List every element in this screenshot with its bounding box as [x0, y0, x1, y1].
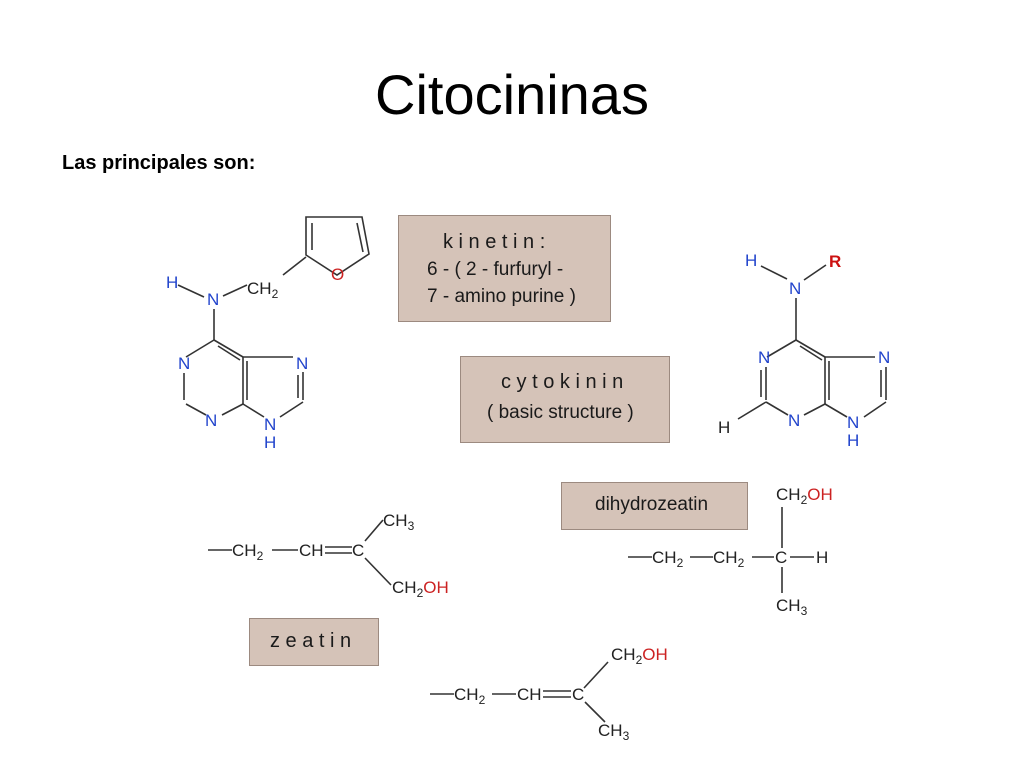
- zeatin-bottom-ch2oh: CH2OH: [611, 645, 668, 667]
- cytokinin-desc: ( basic structure ): [487, 402, 634, 423]
- zeatin-bottom-ch3: CH3: [598, 721, 630, 743]
- zeatin-bottom-ch: CH: [517, 685, 542, 704]
- zeatin-ch3: CH3: [383, 511, 415, 533]
- kinetin-name: k i n e t i n :: [443, 231, 546, 253]
- kinetin-n3: N: [205, 411, 217, 430]
- zeatin-bottom-ch2: CH2: [454, 685, 486, 707]
- zeatin-chain-structure: CH2 CH C CH3 CH2OH: [208, 511, 449, 600]
- dihydrozeatin-name: dihydrozeatin: [595, 494, 709, 515]
- zeatin-name: z e a t i n: [270, 630, 352, 652]
- cytokinin-name: c y t o k i n i n: [501, 371, 624, 393]
- dihydrozeatin-h: H: [816, 548, 828, 567]
- furan-oxygen: O: [331, 265, 344, 284]
- kinetin-label-box: k i n e t i n : 6 - ( 2 - furfuryl - 7 -…: [398, 215, 611, 322]
- cytokinin-n7: N: [878, 348, 890, 367]
- cytokinin-r-group: R: [829, 252, 841, 271]
- zeatin-label-box: z e a t i n: [249, 618, 379, 666]
- kinetin-n9: N: [264, 415, 276, 434]
- kinetin-ch2: CH2: [247, 279, 279, 301]
- kinetin-n9-h: H: [264, 433, 276, 452]
- kinetin-desc-line2: 7 - amino purine ): [427, 286, 576, 307]
- kinetin-n1: N: [178, 354, 190, 373]
- kinetin-structure: O CH2 N H N N N N H: [166, 216, 370, 452]
- slide-subtitle: Las principales son:: [62, 152, 256, 174]
- cytokinin-n1: N: [758, 348, 770, 367]
- kinetin-amine-n: N: [207, 290, 219, 309]
- dihydrozeatin-ch2oh: CH2OH: [776, 485, 833, 507]
- dihydrozeatin-ch2-a: CH2: [652, 548, 684, 570]
- zeatin-ch: CH: [299, 541, 324, 560]
- cytokinin-c2-h: H: [718, 418, 730, 437]
- cytokinin-h: H: [745, 251, 757, 270]
- cytokinin-amine-n: N: [789, 279, 801, 298]
- dihydrozeatin-ch2-b: CH2: [713, 548, 745, 570]
- dihydrozeatin-label-box: dihydrozeatin: [561, 482, 748, 530]
- zeatin-ch2oh: CH2OH: [392, 578, 449, 600]
- kinetin-n7: N: [296, 354, 308, 373]
- zeatin-ch2: CH2: [232, 541, 264, 563]
- slide-title: Citocininas: [375, 63, 649, 126]
- kinetin-desc-line1: 6 - ( 2 - furfuryl -: [427, 259, 564, 280]
- dihydrozeatin-structure: CH2OH CH2 CH2 C H CH3: [628, 485, 833, 618]
- cytokinin-label-box: c y t o k i n i n ( basic structure ): [460, 356, 670, 443]
- zeatin-structure: CH2OH CH2 CH C CH3: [430, 645, 668, 743]
- zeatin-c: C: [352, 541, 364, 560]
- zeatin-bottom-c: C: [572, 685, 584, 704]
- dihydrozeatin-ch3: CH3: [776, 596, 808, 618]
- cytokinin-n9-h: H: [847, 431, 859, 450]
- kinetin-amine-h: H: [166, 273, 178, 292]
- furan-ring: [305, 216, 370, 276]
- cytokinin-n3: N: [788, 411, 800, 430]
- ch2-furan-bond: [282, 256, 307, 276]
- dihydrozeatin-c: C: [775, 548, 787, 567]
- cytokinin-n9: N: [847, 413, 859, 432]
- cytokinin-structure: H N R N N H N N H: [718, 251, 890, 450]
